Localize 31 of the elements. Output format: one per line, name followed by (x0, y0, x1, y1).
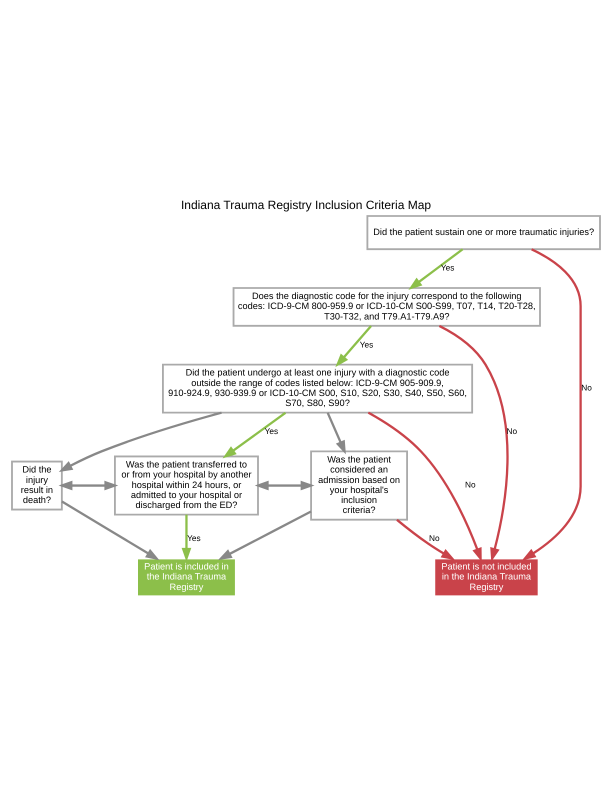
arrow (218, 510, 312, 560)
node-box: Did the patient sustain one or more traumatic injuries? (366, 215, 601, 250)
edge-label: Yes (187, 533, 201, 544)
edge-label: Yes (360, 339, 374, 350)
arrow (335, 325, 372, 368)
arrow (61, 500, 160, 560)
node-box: Patient is not included in the Indiana Trauma Registry (433, 558, 540, 598)
arrow (222, 412, 286, 458)
edge-label: Yes (440, 262, 454, 273)
arrow (408, 248, 464, 290)
edge-label: No (506, 426, 518, 436)
edge-label: No (581, 382, 592, 393)
node-box: Did the injury result in death? (11, 460, 63, 510)
arrow (522, 248, 582, 560)
edge-label: No (429, 533, 440, 544)
node-box: Did the patient undergo at least one injury with a diagnostic code outside the range of codes listed below: ICD-9-CM 905-909.9, 910-924.9, 930-939.9 or ICD-10-CM S00, S10, S20, S30, S40, S50, S60, S70, S80, S90? (162, 364, 474, 414)
diagram-title: Indiana Trauma Registry Inclusion Criteria Map (180, 198, 432, 212)
node-box: Does the diagnostic code for the injury correspond to the following codes: ICD-9-CM 800-959.9 or ICD-10-CM S00-S99, T07, T14, T20-T28, T30-T32, and T79.A1-T79.A9? (232, 287, 541, 327)
arrow (438, 324, 509, 562)
arrow (58, 480, 118, 490)
arrow (396, 518, 456, 560)
arrow (326, 412, 346, 454)
node-box: Was the patient considered an admission based on your hospital's inclusion criteria? (310, 450, 408, 521)
edge-label: Yes (264, 426, 278, 436)
node-box: Was the patient transferred to or from your hospital by another hospital within 24 hours, or admitted to your hospital or discharged from the ED? (114, 456, 259, 516)
arrow (182, 514, 192, 562)
node-box: Patient is included in the Indiana Trauma Registry (136, 558, 237, 598)
arrow (254, 480, 315, 490)
edge-label: No (465, 480, 476, 490)
arrow (368, 412, 482, 562)
arrow (58, 412, 222, 472)
